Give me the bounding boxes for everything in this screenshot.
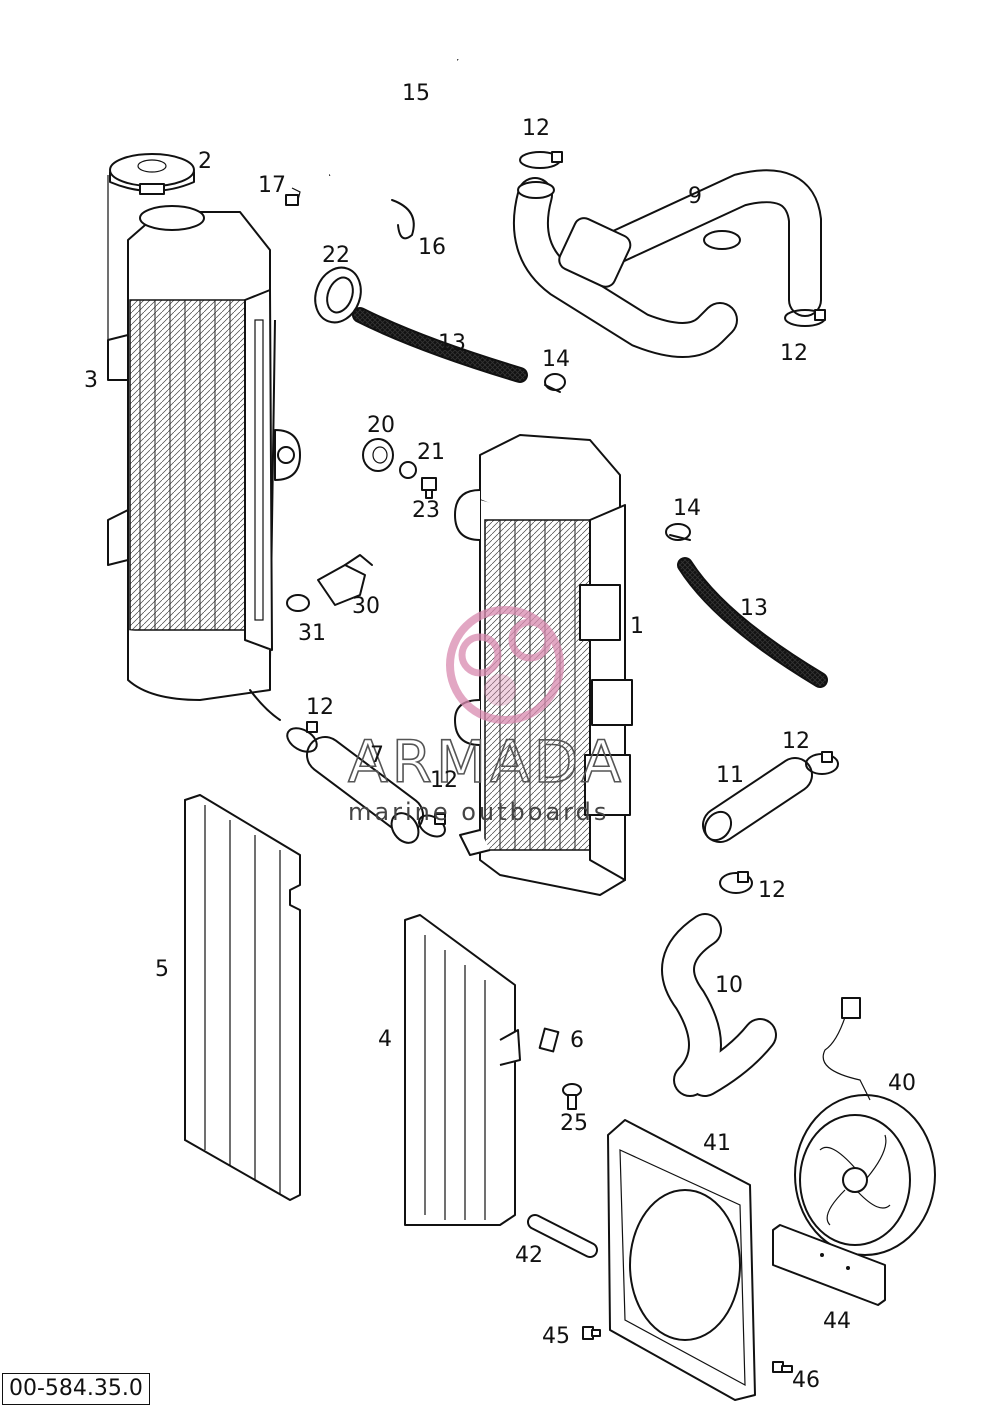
clamp-14-upper — [544, 373, 566, 393]
watermark: ARMADA marine outboards — [347, 606, 625, 826]
clamp-12-right — [784, 309, 826, 327]
temperature-switch-30 — [317, 554, 373, 606]
part-label-1: 1 — [630, 614, 644, 639]
clip-16 — [391, 199, 415, 240]
part-label-7: 7 — [370, 743, 384, 768]
hose-11 — [702, 757, 813, 843]
part-label-16: 16 — [418, 235, 446, 260]
clamp-12-hose7-right — [418, 813, 446, 838]
bolt-46 — [772, 1361, 793, 1373]
grommet-22 — [314, 266, 362, 324]
part-label-25: 25 — [560, 1111, 588, 1136]
part-label-14-right: 14 — [673, 496, 701, 521]
part-label-21: 21 — [417, 440, 445, 465]
radiator-guard-5 — [184, 794, 301, 1201]
part-label-46: 46 — [792, 1368, 820, 1393]
part-label-10: 10 — [715, 973, 743, 998]
part-label-15: 15 — [402, 81, 430, 106]
fan-40 — [794, 997, 936, 1256]
part-label-17: 17 — [258, 173, 286, 198]
part-label-12-hose11-top: 12 — [782, 729, 810, 754]
radiator-cap — [109, 153, 195, 195]
part-label-13-upper: 13 — [438, 331, 466, 356]
bolt-25 — [562, 1083, 582, 1110]
bolt-45 — [582, 1326, 601, 1340]
clamp-12-hose11-top — [805, 751, 839, 775]
clamp-12-top — [519, 151, 563, 169]
part-label-5: 5 — [155, 957, 169, 982]
part-label-44: 44 — [823, 1309, 851, 1334]
plate-44 — [772, 1224, 886, 1306]
part-label-11: 11 — [716, 763, 744, 788]
part-label-12-yhose: 12 — [780, 341, 808, 366]
part-labels: 1 2 3 4 5 6 7 9 10 11 12 12 12 12 12 12 … — [84, 81, 916, 1393]
watermark-logo-icon — [446, 606, 564, 724]
part-label-9: 9 — [688, 184, 702, 209]
seal-31 — [286, 594, 310, 612]
grommet-20 — [362, 438, 394, 472]
part-label-40: 40 — [888, 1071, 916, 1096]
watermark-subtitle: marine outboards — [348, 798, 609, 826]
part-label-22: 22 — [322, 243, 350, 268]
part-label-12-top: 12 — [522, 116, 550, 141]
part-label-12-hose7-left: 12 — [306, 695, 334, 720]
part-label-42: 42 — [515, 1243, 543, 1268]
hose-15 — [328, 56, 468, 180]
part-label-45: 45 — [542, 1324, 570, 1349]
part-label-41: 41 — [703, 1131, 731, 1156]
clamp-14-right — [665, 523, 691, 541]
clip-nut-6 — [538, 1027, 560, 1053]
fan-shroud-41 — [607, 1119, 756, 1401]
sleeve-42 — [527, 1214, 598, 1258]
part-label-12-hose7-right: 12 — [430, 768, 458, 793]
drawing-reference-code: 00-584.35.0 — [2, 1373, 150, 1405]
part-label-2: 2 — [198, 149, 212, 174]
bolt-23 — [421, 477, 437, 499]
part-label-31: 31 — [298, 621, 326, 646]
clamp-12-hose7-left — [286, 721, 318, 753]
radiator-guard-4 — [404, 914, 521, 1226]
part-label-13-right: 13 — [740, 596, 768, 621]
part-label-6: 6 — [570, 1028, 584, 1053]
part-label-30: 30 — [352, 594, 380, 619]
left-radiator — [107, 175, 301, 721]
bolt-17 — [285, 187, 301, 206]
part-label-4: 4 — [378, 1027, 392, 1052]
y-hose-9 — [512, 169, 822, 358]
right-radiator — [454, 434, 633, 896]
part-label-3: 3 — [84, 368, 98, 393]
part-label-20: 20 — [367, 413, 395, 438]
washer-21 — [399, 461, 417, 479]
part-label-12-hose11-bottom: 12 — [758, 878, 786, 903]
hose-7 — [306, 736, 424, 844]
clamp-12-hose11-bottom — [719, 871, 753, 894]
hose-10 — [661, 913, 777, 1097]
watermark-title: ARMADA — [348, 728, 625, 796]
part-label-23: 23 — [412, 498, 440, 523]
part-label-14-upper: 14 — [542, 347, 570, 372]
